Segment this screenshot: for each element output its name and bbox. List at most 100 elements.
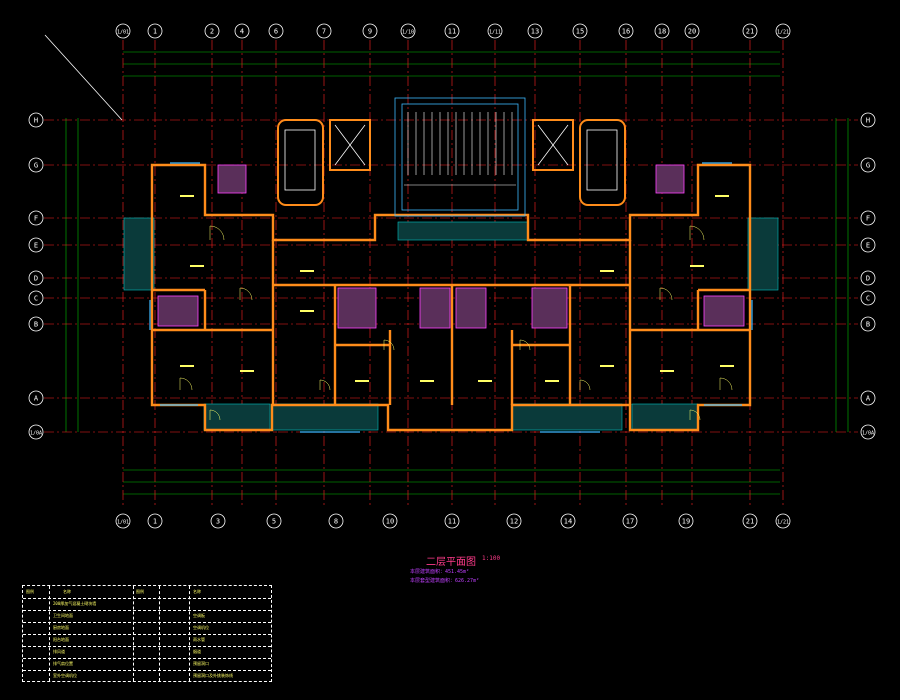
windows bbox=[149, 162, 753, 433]
axis-bubble-right-7: A bbox=[860, 390, 876, 406]
axis-bubble-top-5: 7 bbox=[316, 23, 332, 39]
svg-text:A: A bbox=[34, 395, 39, 403]
legend-item: 预留洞口及外挑装饰线 bbox=[193, 673, 233, 678]
axis-bubble-top-7: 1/10 bbox=[400, 23, 416, 39]
axis-bubble-top-2: 2 bbox=[204, 23, 220, 39]
svg-text:1/21: 1/21 bbox=[777, 30, 789, 36]
axis-bubble-top-8: 11 bbox=[444, 23, 460, 39]
axis-bubble-right-4: D bbox=[860, 270, 876, 286]
svg-text:5: 5 bbox=[272, 518, 276, 526]
axis-bubble-right-0: H bbox=[860, 112, 876, 128]
axis-bubble-bottom-8: 14 bbox=[560, 513, 576, 529]
area-note-2: 本层套型建筑面积：626.27m² bbox=[410, 578, 480, 584]
axis-bubble-bottom-4: 8 bbox=[328, 513, 344, 529]
svg-text:18: 18 bbox=[658, 28, 666, 36]
svg-text:A: A bbox=[866, 395, 871, 403]
svg-text:4: 4 bbox=[240, 28, 244, 36]
axis-bubble-bottom-9: 17 bbox=[622, 513, 638, 529]
axis-bubble-left-0: H bbox=[28, 112, 44, 128]
svg-text:14: 14 bbox=[564, 518, 572, 526]
svg-text:B: B bbox=[34, 321, 38, 329]
svg-text:1/21: 1/21 bbox=[777, 520, 789, 526]
axis-bubble-left-3: E bbox=[28, 237, 44, 253]
axis-bubble-top-3: 4 bbox=[234, 23, 250, 39]
svg-text:17: 17 bbox=[626, 518, 634, 526]
svg-text:13: 13 bbox=[531, 28, 539, 36]
stair-elevator-cores bbox=[277, 97, 626, 217]
svg-text:1: 1 bbox=[153, 518, 157, 526]
area-note-1: 本层建筑面积：451.45m² bbox=[410, 569, 470, 575]
svg-text:3: 3 bbox=[216, 518, 220, 526]
svg-text:20: 20 bbox=[688, 28, 696, 36]
svg-text:1/0A: 1/0A bbox=[30, 431, 42, 437]
axis-bubble-right-6: B bbox=[860, 316, 876, 332]
axis-bubble-top-13: 18 bbox=[654, 23, 670, 39]
leader-line bbox=[44, 34, 123, 121]
walls bbox=[150, 163, 752, 432]
svg-text:F: F bbox=[34, 215, 38, 223]
svg-text:B: B bbox=[866, 321, 870, 329]
axis-bubble-bottom-12: 1/21 bbox=[775, 513, 791, 529]
svg-text:11: 11 bbox=[448, 518, 456, 526]
svg-text:1/10: 1/10 bbox=[402, 30, 414, 36]
axis-bubble-top-11: 15 bbox=[572, 23, 588, 39]
axis-bubble-bottom-6: 11 bbox=[444, 513, 460, 529]
svg-text:6: 6 bbox=[274, 28, 278, 36]
legend-table: 图例 名称 图例 名称 200厚加气混凝土砌块墙 卫生间地面 空调板 厨房地面 … bbox=[22, 585, 272, 682]
svg-text:E: E bbox=[34, 242, 38, 250]
axis-bubble-top-1: 1 bbox=[147, 23, 163, 39]
axis-bubble-left-2: F bbox=[28, 210, 44, 226]
legend-header-1: 图例 bbox=[26, 589, 34, 594]
svg-text:21: 21 bbox=[746, 28, 754, 36]
axis-bubble-bottom-1: 1 bbox=[147, 513, 163, 529]
axis-bubble-left-1: G bbox=[28, 157, 44, 173]
axis-bubble-top-9: 1/11 bbox=[487, 23, 503, 39]
legend-item: 烟道 bbox=[193, 649, 201, 654]
legend-item: 厨房地面 bbox=[53, 625, 69, 630]
axis-bubble-bottom-11: 21 bbox=[742, 513, 758, 529]
axis-bubble-top-0: 1/01 bbox=[115, 23, 131, 39]
wet-room-fills bbox=[157, 164, 745, 329]
axis-bubble-right-3: E bbox=[860, 237, 876, 253]
axis-bubble-top-14: 20 bbox=[684, 23, 700, 39]
svg-text:12: 12 bbox=[510, 518, 518, 526]
axis-bubble-bottom-0: 1/01 bbox=[115, 513, 131, 529]
axis-bubble-bottom-5: 10 bbox=[382, 513, 398, 529]
dimension-lines bbox=[65, 51, 849, 495]
svg-text:1: 1 bbox=[153, 28, 157, 36]
axis-bubble-bottom-2: 3 bbox=[210, 513, 226, 529]
svg-text:1/0A: 1/0A bbox=[862, 431, 874, 437]
svg-text:8: 8 bbox=[334, 518, 338, 526]
svg-text:2: 2 bbox=[210, 28, 214, 36]
axis-bubble-bottom-10: 19 bbox=[678, 513, 694, 529]
svg-text:G: G bbox=[34, 162, 38, 170]
drawing-title: 二层平面图 bbox=[426, 557, 476, 568]
legend-item: 排气扇位置 bbox=[53, 661, 73, 666]
axis-bubble-bottom-7: 12 bbox=[506, 513, 522, 529]
axis-bubble-right-5: C bbox=[860, 290, 876, 306]
svg-text:D: D bbox=[866, 275, 870, 283]
svg-text:F: F bbox=[866, 215, 870, 223]
axis-bubble-left-4: D bbox=[28, 270, 44, 286]
svg-text:11: 11 bbox=[448, 28, 456, 36]
legend-item: 空调机位 bbox=[193, 625, 209, 630]
axis-bubble-left-8: 1/0A bbox=[28, 424, 44, 440]
legend-item: 200厚加气混凝土砌块墙 bbox=[53, 601, 97, 606]
axis-bubble-right-2: F bbox=[860, 210, 876, 226]
svg-text:E: E bbox=[866, 242, 870, 250]
svg-text:19: 19 bbox=[682, 518, 690, 526]
legend-item: 预留洞口 bbox=[193, 661, 209, 666]
axis-bubble-top-15: 21 bbox=[742, 23, 758, 39]
svg-text:C: C bbox=[866, 295, 870, 303]
svg-text:H: H bbox=[866, 117, 870, 125]
axis-bubble-left-5: C bbox=[28, 290, 44, 306]
legend-header-3: 图例 bbox=[136, 589, 144, 594]
drawing-scale: 1:100 bbox=[482, 555, 501, 562]
legend-header-4: 名称 bbox=[193, 589, 201, 594]
legend-item: 室外空调机位 bbox=[53, 673, 77, 678]
axis-bubble-top-10: 13 bbox=[527, 23, 543, 39]
legend-item: 雨水管 bbox=[193, 637, 205, 642]
svg-text:10: 10 bbox=[386, 518, 394, 526]
legend-item: 排风道 bbox=[53, 649, 65, 654]
